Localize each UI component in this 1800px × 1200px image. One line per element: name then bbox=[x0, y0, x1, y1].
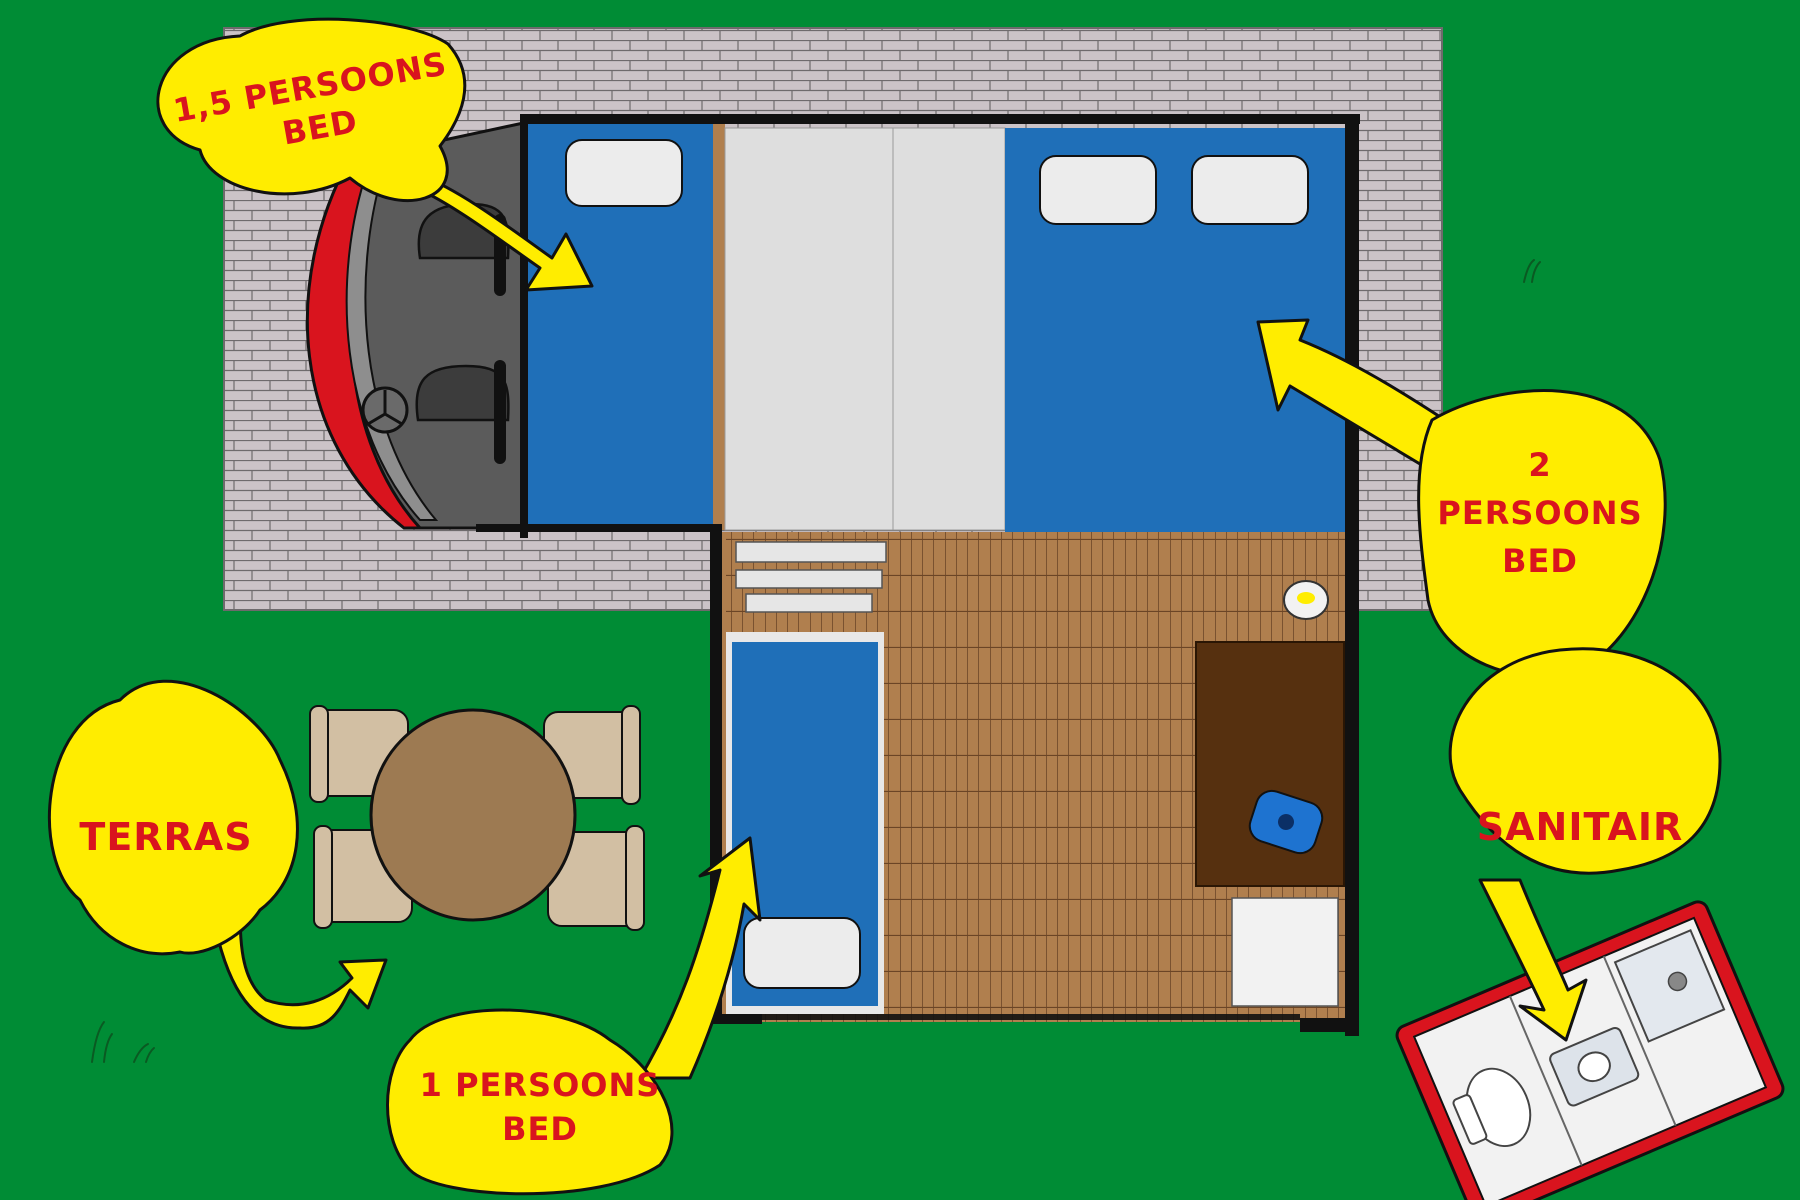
callout-sanitair bbox=[1448, 647, 1722, 1042]
terrace-set bbox=[309, 705, 645, 931]
callout-bed-2 bbox=[1256, 318, 1667, 678]
wall-left-room bbox=[520, 114, 528, 538]
pillow-icon bbox=[565, 139, 683, 207]
label-bed-2-line2: PERSOONS bbox=[1437, 494, 1642, 532]
callout-terras bbox=[47, 679, 388, 1030]
wardrobe-panel bbox=[724, 127, 894, 531]
sink-icon bbox=[1549, 1026, 1640, 1107]
callout-bed-15 bbox=[156, 17, 594, 292]
grass-tuft-icon bbox=[1523, 259, 1541, 283]
label-sanitair: SANITAIR bbox=[1477, 805, 1684, 849]
shower-icon bbox=[1613, 928, 1726, 1043]
label-bed-1-line1: 1 PERSOONS bbox=[420, 1066, 661, 1104]
table-icon bbox=[369, 708, 577, 922]
grass-tuft-icon bbox=[133, 1043, 155, 1063]
pillow-icon bbox=[743, 917, 861, 989]
grass-tuft-icon bbox=[91, 1021, 113, 1063]
toilet-icon bbox=[1452, 1067, 1532, 1148]
pillow-icon bbox=[1039, 155, 1157, 225]
sanitair-unit bbox=[1395, 900, 1785, 1200]
room-divider bbox=[713, 122, 725, 530]
door-opening bbox=[762, 1014, 1300, 1020]
stove-icon bbox=[1248, 789, 1324, 855]
callout-bed-1 bbox=[386, 836, 762, 1196]
counter bbox=[1195, 641, 1345, 887]
steering-wheel-icon bbox=[361, 386, 409, 434]
label-terras: TERRAS bbox=[79, 815, 252, 859]
wardrobe-panel bbox=[892, 127, 1006, 531]
label-bed-1-line2: BED bbox=[502, 1110, 578, 1148]
label-bed-2-line1: 2 bbox=[1528, 446, 1551, 484]
chair-icon bbox=[547, 825, 645, 931]
label-bed-2-line3: BED bbox=[1502, 542, 1578, 580]
step bbox=[745, 593, 873, 613]
fridge bbox=[1231, 897, 1339, 1007]
step bbox=[735, 569, 883, 589]
pillow-icon bbox=[1191, 155, 1309, 225]
step bbox=[735, 541, 887, 563]
walls bbox=[476, 114, 1360, 1036]
